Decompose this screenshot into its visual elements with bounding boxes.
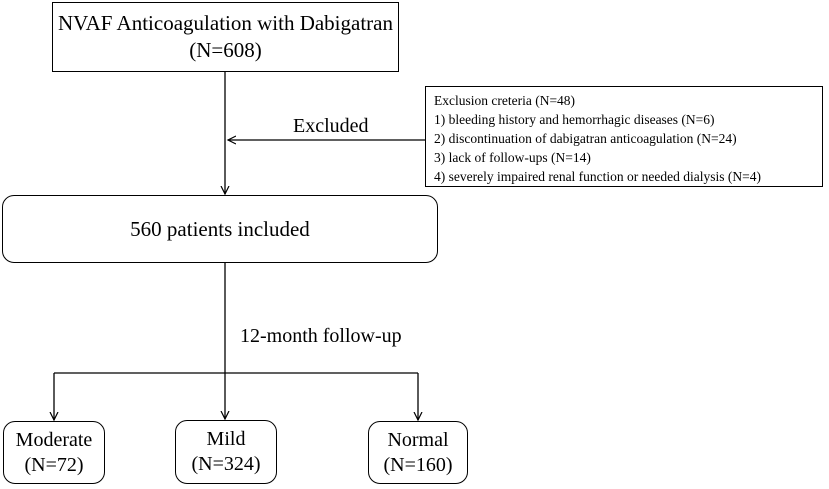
included-box: 560 patients included [2, 195, 438, 263]
group-box-normal: Normal (N=160) [368, 421, 468, 484]
group-name: Moderate [15, 428, 93, 451]
group-count: (N=160) [383, 453, 453, 476]
exclusion-item: 4) severely impaired renal function or n… [434, 169, 761, 184]
group-box-moderate: Moderate (N=72) [3, 421, 105, 484]
group-count: (N=324) [191, 453, 261, 475]
start-box: NVAF Anticoagulation with Dabigatran (N=… [52, 2, 399, 72]
included-text: 560 patients included [130, 216, 310, 241]
exclusion-item: 1) bleeding history and hemorrhagic dise… [434, 112, 715, 127]
group-count: (N=72) [24, 453, 84, 476]
group-name: Mild [206, 428, 246, 450]
exclusion-criteria-box: Exclusion creteria (N=48) 1) bleeding hi… [425, 86, 823, 187]
start-title: NVAF Anticoagulation with Dabigatran [58, 11, 393, 35]
exclusion-item: 2) discontinuation of dabigatran anticoa… [434, 131, 737, 146]
followup-label: 12-month follow-up [240, 325, 402, 347]
exclusion-item: 3) lack of follow-ups (N=14) [434, 150, 591, 165]
group-box-mild: Mild (N=324) [175, 420, 277, 484]
excluded-label: Excluded [293, 115, 369, 137]
start-count: (N=608) [189, 38, 262, 62]
exclusion-title: Exclusion creteria (N=48) [434, 93, 576, 108]
group-name: Normal [387, 428, 449, 451]
